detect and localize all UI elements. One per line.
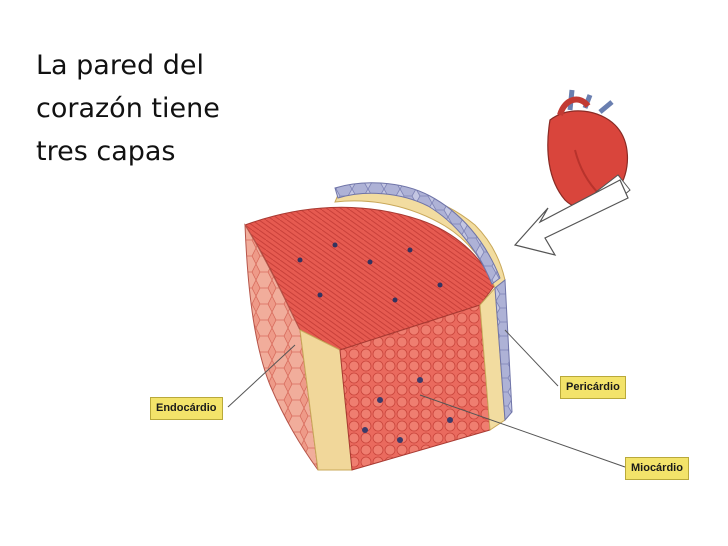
pericardium-side: [494, 279, 513, 422]
leader-pericardio: [504, 329, 559, 387]
endocardium-face: [244, 223, 319, 471]
label-pericardio: Pericárdio: [560, 376, 626, 399]
title-line-2: corazón tiene: [36, 93, 220, 124]
label-miocardio: Miocárdio: [625, 457, 689, 480]
myocardium-top-surface: [244, 206, 496, 351]
pericardium-top: [334, 182, 501, 285]
leader-miocardio: [419, 394, 626, 468]
title-line-3: tres capas: [36, 136, 176, 167]
pointer-arrow-icon: [513, 179, 629, 256]
leader-endocardio: [227, 344, 296, 408]
title-line-1: La pared del: [36, 50, 204, 81]
slide-title: La pared del corazón tiene tres capas: [36, 44, 256, 173]
label-endocardio: Endocárdio: [150, 397, 223, 420]
